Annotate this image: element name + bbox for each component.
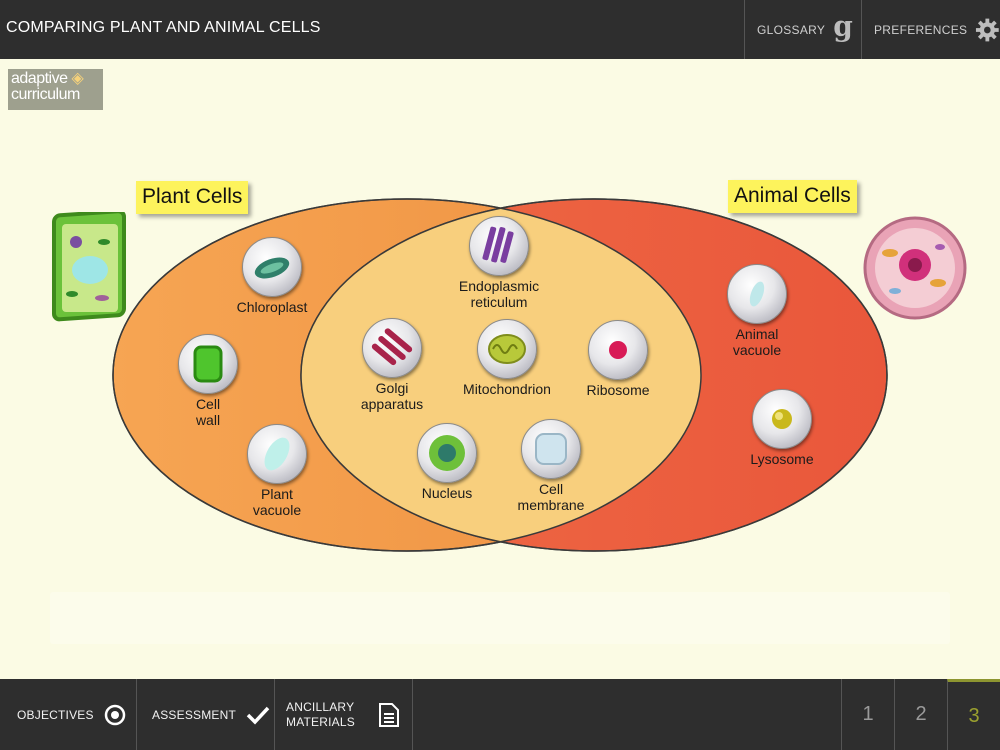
assessment-label: ASSESSMENT: [152, 707, 237, 722]
organelle-chloroplast[interactable]: Chloroplast: [222, 237, 322, 315]
organelle-lysosome[interactable]: Lysosome: [732, 389, 832, 467]
logo-line-1: adaptive ◈: [11, 70, 84, 87]
gear-icon: [976, 18, 1000, 41]
page-2-button[interactable]: 2: [894, 679, 947, 750]
organelle-cell-wall[interactable]: Cell wall: [158, 334, 258, 428]
chloroplast-icon: [254, 257, 290, 279]
glossary-label: GLOSSARY: [757, 22, 826, 37]
top-bar: COMPARING PLANT AND ANIMAL CELLS GLOSSAR…: [0, 0, 1000, 59]
page-3-button[interactable]: 3: [947, 679, 1000, 750]
glossary-icon: g: [833, 9, 854, 43]
objectives-label: OBJECTIVES: [17, 707, 94, 722]
checkmark-icon: [246, 706, 270, 725]
organelle-golgi-apparatus[interactable]: Golgi apparatus: [342, 318, 442, 412]
ancillary-materials-button[interactable]: ANCILLARY MATERIALS: [275, 679, 413, 750]
animal-cells-title: Animal Cells: [728, 180, 857, 213]
glossary-button[interactable]: GLOSSARY g: [744, 0, 861, 59]
cell-membrane-icon: [535, 433, 567, 465]
organelle-ribosome[interactable]: Ribosome: [568, 320, 668, 398]
mitochondrion-icon: [488, 334, 526, 364]
animal-cell-illustration[interactable]: [860, 213, 970, 323]
organelle-endoplasmic-reticulum[interactable]: Endoplasmic reticulum: [439, 216, 559, 310]
organelle-nucleus[interactable]: Nucleus: [397, 423, 497, 501]
ancillary-label: ANCILLARY MATERIALS: [286, 699, 355, 729]
organelle-plant-vacuole[interactable]: Plant vacuole: [227, 424, 327, 518]
adaptive-curriculum-logo: adaptive ◈ curriculum: [8, 69, 103, 110]
plant-cells-title: Plant Cells: [136, 181, 249, 214]
plant-vacuole-icon: [264, 437, 290, 471]
page-title: COMPARING PLANT AND ANIMAL CELLS: [6, 19, 321, 36]
nucleus-icon: [429, 435, 465, 471]
ribosome-icon: [609, 341, 627, 359]
endoplasmic-reticulum-icon: [482, 226, 514, 263]
objectives-button[interactable]: OBJECTIVES: [0, 679, 137, 750]
document-icon: [378, 702, 399, 727]
assessment-button[interactable]: ASSESSMENT: [137, 679, 275, 750]
cell-wall-icon: [193, 345, 223, 383]
target-icon: [104, 704, 125, 725]
golgi-apparatus-icon: [371, 328, 413, 366]
preferences-button[interactable]: PREFERENCES: [861, 0, 1000, 59]
organelle-mitochondrion[interactable]: Mitochondrion: [452, 319, 562, 397]
bottom-bar: OBJECTIVES ASSESSMENT ANCILLARY MATERIAL…: [0, 679, 1000, 750]
animal-vacuole-icon: [749, 281, 765, 307]
preferences-label: PREFERENCES: [874, 22, 968, 37]
organelle-animal-vacuole[interactable]: Animal vacuole: [707, 264, 807, 358]
plant-cell-illustration[interactable]: [50, 212, 130, 324]
lysosome-icon: [772, 409, 792, 429]
media-control-bar[interactable]: [50, 592, 950, 644]
logo-line-2: curriculum: [11, 86, 80, 103]
page-1-button[interactable]: 1: [841, 679, 894, 750]
organelle-cell-membrane[interactable]: Cell membrane: [501, 419, 601, 513]
